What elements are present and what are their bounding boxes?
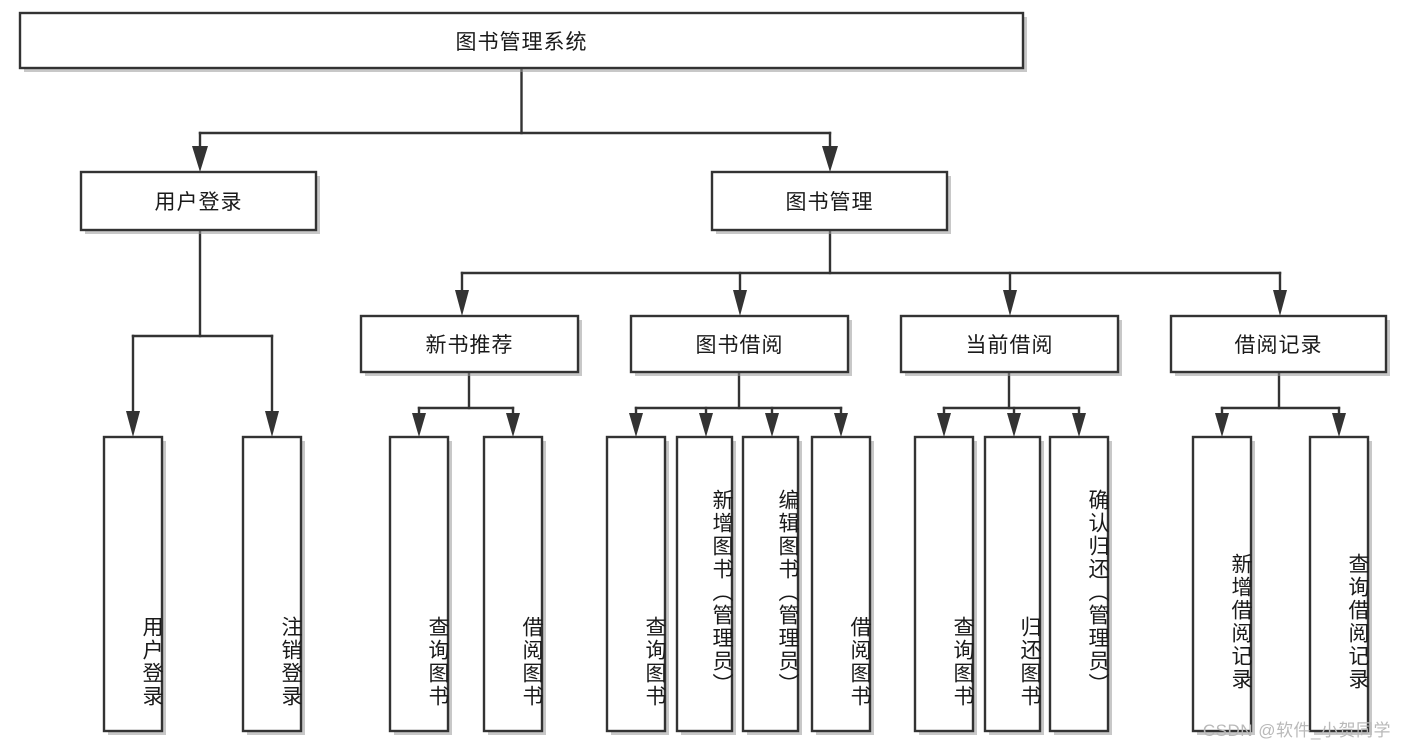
arrow-head-l9 (937, 413, 951, 437)
arrow-head-l6 (699, 413, 713, 437)
arrow-head-l8 (834, 413, 848, 437)
node-box-current[interactable] (899, 314, 1120, 374)
node-box-l13[interactable] (1308, 435, 1370, 733)
node-box-record[interactable] (1169, 314, 1388, 374)
arrow-head-record (1273, 290, 1287, 316)
arrow-head-borrow (733, 290, 747, 316)
edge-login-to-leaves (126, 230, 279, 437)
arrow-head-l1 (126, 411, 140, 437)
node-box-login[interactable] (79, 170, 318, 232)
node-box-newbook[interactable] (359, 314, 580, 374)
node-box-l12[interactable] (1191, 435, 1253, 733)
node-box-l1[interactable] (102, 435, 164, 733)
node-box-l7[interactable] (741, 435, 800, 733)
edge-borrow-to-leaves (629, 372, 848, 437)
arrow-head-current (1003, 290, 1017, 316)
edge-record-to-leaves (1215, 372, 1346, 437)
node-box-bookmgmt[interactable] (710, 170, 949, 232)
node-box-l3[interactable] (388, 435, 450, 733)
arrow-head-l10 (1007, 413, 1021, 437)
node-box-l11[interactable] (1048, 435, 1110, 733)
arrow-head-bookmgmt (822, 146, 838, 172)
arrow-head-l3 (412, 413, 426, 437)
node-box-l2[interactable] (241, 435, 303, 733)
arrow-head-l12 (1215, 413, 1229, 437)
arrow-head-login (192, 146, 208, 172)
arrow-head-l7 (765, 413, 779, 437)
node-box-borrow[interactable] (629, 314, 850, 374)
arrow-head-l5 (629, 413, 643, 437)
node-box-l10[interactable] (983, 435, 1042, 733)
node-box-l4[interactable] (482, 435, 544, 733)
node-box-l5[interactable] (605, 435, 667, 733)
node-box-l6[interactable] (675, 435, 734, 733)
edge-bookmgmt-to-level2 (455, 230, 1287, 316)
edge-current-to-leaves (937, 372, 1086, 437)
arrow-head-l11 (1072, 413, 1086, 437)
node-box-l9[interactable] (913, 435, 975, 733)
edge-root-to-level1 (192, 66, 838, 172)
arrow-head-newbook (455, 290, 469, 316)
arrow-head-l4 (506, 413, 520, 437)
arrow-head-l2 (265, 411, 279, 437)
node-box-l8[interactable] (810, 435, 872, 733)
arrow-head-l13 (1332, 413, 1346, 437)
node-box-root[interactable] (18, 11, 1025, 70)
edge-newbook-to-leaves (412, 372, 520, 437)
